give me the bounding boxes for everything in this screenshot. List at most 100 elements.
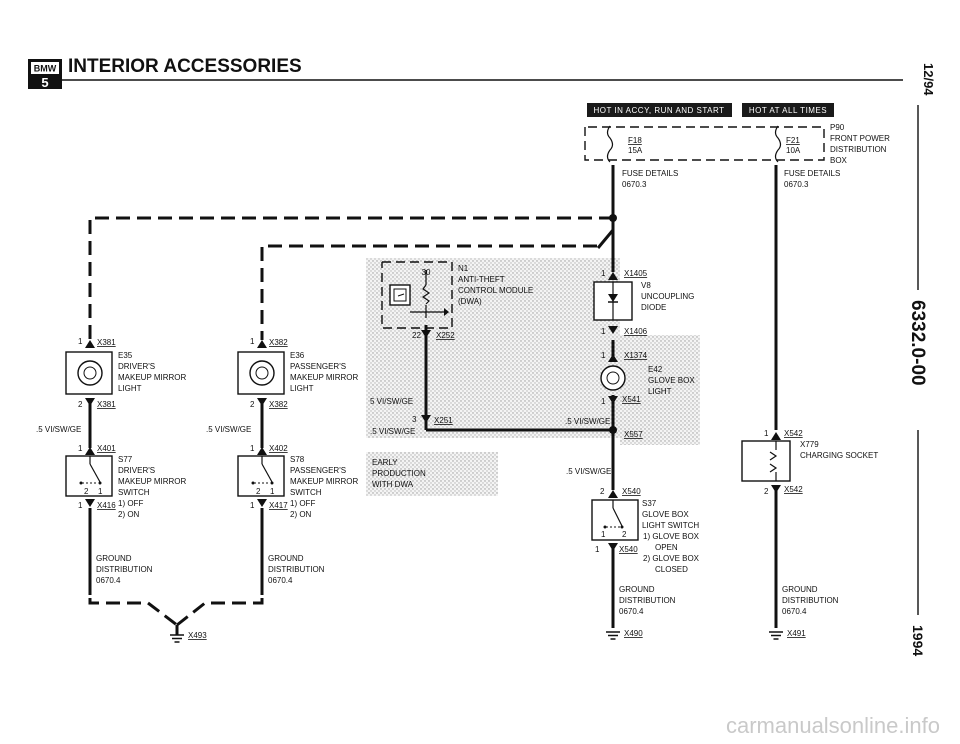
wire-label-4: .5 VI/SW/GE	[566, 467, 611, 476]
dwa-branch-wire	[596, 229, 615, 249]
svg-text:1: 1	[270, 487, 275, 496]
page-title: INTERIOR ACCESSORIES	[68, 56, 302, 77]
svg-text:MAKEUP MIRROR: MAKEUP MIRROR	[290, 477, 359, 486]
ground-label-socket: GROUND DISTRIBUTION 0670.4	[782, 585, 839, 616]
e35-name: E35	[118, 351, 133, 360]
splice-dot-top	[609, 214, 617, 222]
svg-text:UNCOUPLING: UNCOUPLING	[641, 292, 694, 301]
n1-pin-3: 3	[412, 415, 417, 424]
logo-series-text: 5	[41, 75, 48, 90]
svg-text:PASSENGER'S: PASSENGER'S	[290, 466, 346, 475]
socket-icon	[769, 451, 778, 461]
ground-x490-icon: X490	[606, 629, 643, 640]
s77-name: S77	[118, 455, 133, 464]
fuse-f18-icon	[606, 125, 614, 163]
ground-x493-icon: X493	[170, 625, 207, 643]
side-date: 12/94	[921, 63, 936, 96]
light-conn-x541: X541	[622, 395, 641, 404]
svg-text:1: 1	[764, 429, 769, 438]
e36-name: E36	[290, 351, 305, 360]
svg-text:OPEN: OPEN	[655, 543, 678, 552]
svg-text:LIGHT: LIGHT	[118, 384, 142, 393]
early-production-note: EARLY	[372, 458, 398, 467]
n1-desc: ANTI-THEFT	[458, 275, 505, 284]
fuse-f18-detail: FUSE DETAILS	[622, 169, 678, 178]
n1-pin-22: 22	[412, 331, 421, 340]
driver-mirror-switch-s77: 1 X401 2 1 S77 DRIVER'S MAKEUP MIRROR SW…	[65, 444, 187, 519]
svg-text:2) ON: 2) ON	[118, 510, 140, 519]
logo-bmw-text: BMW	[34, 64, 57, 74]
svg-text:WITH DWA: WITH DWA	[372, 480, 414, 489]
svg-text:DISTRIBUTION: DISTRIBUTION	[782, 596, 839, 605]
fuse-box-name: P90	[830, 123, 845, 132]
passenger-mirror-switch-s78: 1 X402 2 1 S78 PASSENGER'S MAKEUP MIRROR…	[237, 444, 359, 519]
svg-text:1) OFF: 1) OFF	[290, 499, 315, 508]
e36-conn-bottom: X382	[269, 400, 288, 409]
wire-label-6: .5 VI/SW/GE	[206, 425, 251, 434]
n1-name: N1	[458, 264, 469, 273]
diode-conn-x1406: X1406	[624, 327, 648, 336]
ground-x493-label: X493	[188, 631, 207, 640]
wire-label-1: 5 VI/SW/GE	[370, 397, 413, 406]
fuse-box-p90: F18 15A F21 10A P90 FRONT POWER DISTRIBU…	[584, 123, 890, 189]
svg-text:0670.4: 0670.4	[96, 576, 121, 585]
wire-label-5: .5 VI/SW/GE	[36, 425, 81, 434]
svg-text:HOT AT ALL TIMES: HOT AT ALL TIMES	[749, 106, 827, 115]
lamp-icon	[600, 365, 626, 391]
svg-text:1) GLOVE BOX: 1) GLOVE BOX	[643, 532, 700, 541]
wire-label-2: .5 VI/SW/GE	[370, 427, 415, 436]
passenger-mirror-light-e36: 1 X382 E36 PASSENGER'S MAKEUP MIRROR LIG…	[237, 337, 359, 409]
side-year: 1994	[910, 625, 926, 656]
n1-conn-x252: X252	[436, 331, 455, 340]
svg-text:1: 1	[601, 397, 606, 406]
svg-text:GLOVE BOX: GLOVE BOX	[642, 510, 689, 519]
svg-text:DISTRIBUTION: DISTRIBUTION	[830, 145, 887, 154]
s77-conn-top: X401	[97, 444, 116, 453]
fuse-f18-rating: 15A	[628, 146, 643, 155]
svg-text:2: 2	[78, 400, 83, 409]
svg-text:CHARGING SOCKET: CHARGING SOCKET	[800, 451, 878, 460]
svg-text:BOX: BOX	[830, 156, 848, 165]
x779-conn-bottom: X542	[784, 485, 803, 494]
svg-text:1: 1	[595, 545, 600, 554]
splice-x557-label: X557	[624, 430, 643, 439]
svg-text:0670.4: 0670.4	[619, 607, 644, 616]
svg-text:1: 1	[78, 501, 83, 510]
s78-conn-bottom: X417	[269, 501, 288, 510]
svg-text:1: 1	[250, 501, 255, 510]
ground-x490-label: X490	[624, 629, 643, 638]
light-conn-x1374: X1374	[624, 351, 648, 360]
splice-dot-x557	[609, 426, 617, 434]
ground-x491-label: X491	[787, 629, 806, 638]
watermark: carmanualsonline.info	[726, 713, 940, 738]
svg-text:1: 1	[601, 351, 606, 360]
svg-text:SWITCH: SWITCH	[118, 488, 150, 497]
svg-text:1: 1	[98, 487, 103, 496]
svg-text:0670.4: 0670.4	[782, 607, 807, 616]
charging-socket-x779: 1 X542 X779 CHARGING SOCKET 2 X542	[741, 429, 878, 496]
e35-conn-bottom: X381	[97, 400, 116, 409]
switch-conn-x540-bottom: X540	[619, 545, 638, 554]
s78-conn-top: X402	[269, 444, 288, 453]
svg-text:GROUND: GROUND	[619, 585, 655, 594]
wire-label-3: .5 VI/SW/GE	[565, 417, 610, 426]
svg-text:GLOVE BOX: GLOVE BOX	[648, 376, 695, 385]
x779-conn-top: X542	[784, 429, 803, 438]
svg-text:2) ON: 2) ON	[290, 510, 312, 519]
svg-text:DISTRIBUTION: DISTRIBUTION	[96, 565, 153, 574]
e36-conn-top: X382	[269, 338, 288, 347]
svg-text:1: 1	[250, 444, 255, 453]
fuse-f18-label: F18	[628, 136, 642, 145]
svg-text:PASSENGER'S: PASSENGER'S	[290, 362, 346, 371]
svg-text:DIODE: DIODE	[641, 303, 666, 312]
svg-text:0670.3: 0670.3	[622, 180, 647, 189]
s78-name: S78	[290, 455, 305, 464]
fuse-f21-detail: FUSE DETAILS	[784, 169, 840, 178]
svg-text:0670.4: 0670.4	[268, 576, 293, 585]
svg-text:1: 1	[78, 444, 83, 453]
diode-name: V8	[641, 281, 651, 290]
svg-text:PRODUCTION: PRODUCTION	[372, 469, 426, 478]
svg-text:LIGHT: LIGHT	[290, 384, 314, 393]
side-doc-number: 6332.0-00	[907, 300, 928, 386]
svg-text:1: 1	[250, 337, 255, 346]
